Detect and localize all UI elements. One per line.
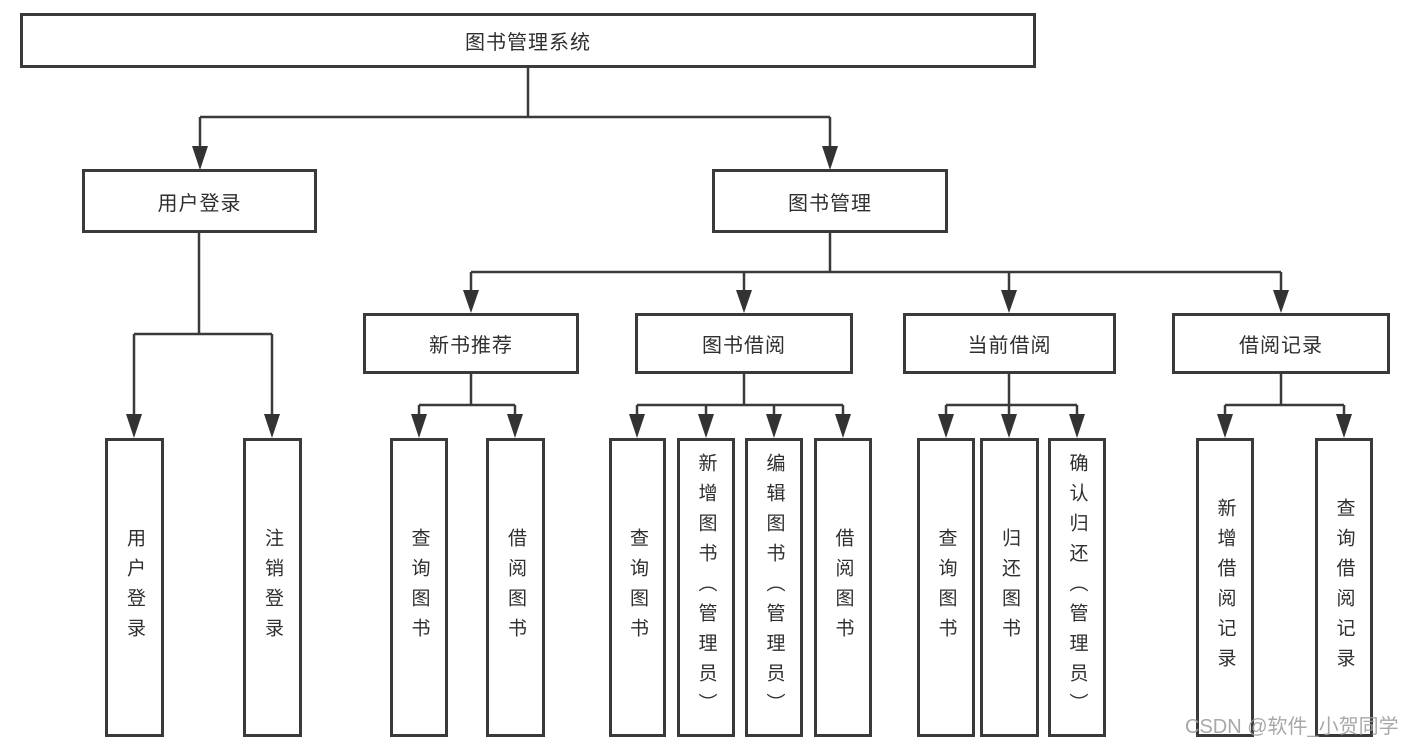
leaf-query-books-current: 查询图书 xyxy=(917,438,975,737)
node-current-borrowing: 当前借阅 xyxy=(903,313,1116,374)
leaf-borrow-books: 借阅图书 xyxy=(814,438,872,737)
leaf-logout: 注销登录 xyxy=(243,438,302,737)
leaf-user-login: 用户登录 xyxy=(105,438,164,737)
node-book-management: 图书管理 xyxy=(712,169,948,233)
leaf-confirm-return-admin: 确认归还（管理员） xyxy=(1048,438,1106,737)
leaf-query-borrow-record: 查询借阅记录 xyxy=(1315,438,1373,737)
node-user-login: 用户登录 xyxy=(82,169,317,233)
leaf-add-borrow-record: 新增借阅记录 xyxy=(1196,438,1254,737)
csdn-watermark: CSDN @软件_小贺同学 xyxy=(1185,716,1399,738)
leaf-return-books: 归还图书 xyxy=(980,438,1039,737)
leaf-borrow-books-recommend: 借阅图书 xyxy=(486,438,545,737)
node-book-borrowing: 图书借阅 xyxy=(635,313,853,374)
node-new-book-recommendation: 新书推荐 xyxy=(363,313,579,374)
leaf-query-books-borrow: 查询图书 xyxy=(609,438,666,737)
leaf-edit-books-admin: 编辑图书（管理员） xyxy=(745,438,803,737)
leaf-query-books-recommend: 查询图书 xyxy=(390,438,448,737)
leaf-add-books-admin: 新增图书（管理员） xyxy=(677,438,735,737)
node-library-management-system: 图书管理系统 xyxy=(20,13,1036,68)
node-borrowing-records: 借阅记录 xyxy=(1172,313,1390,374)
